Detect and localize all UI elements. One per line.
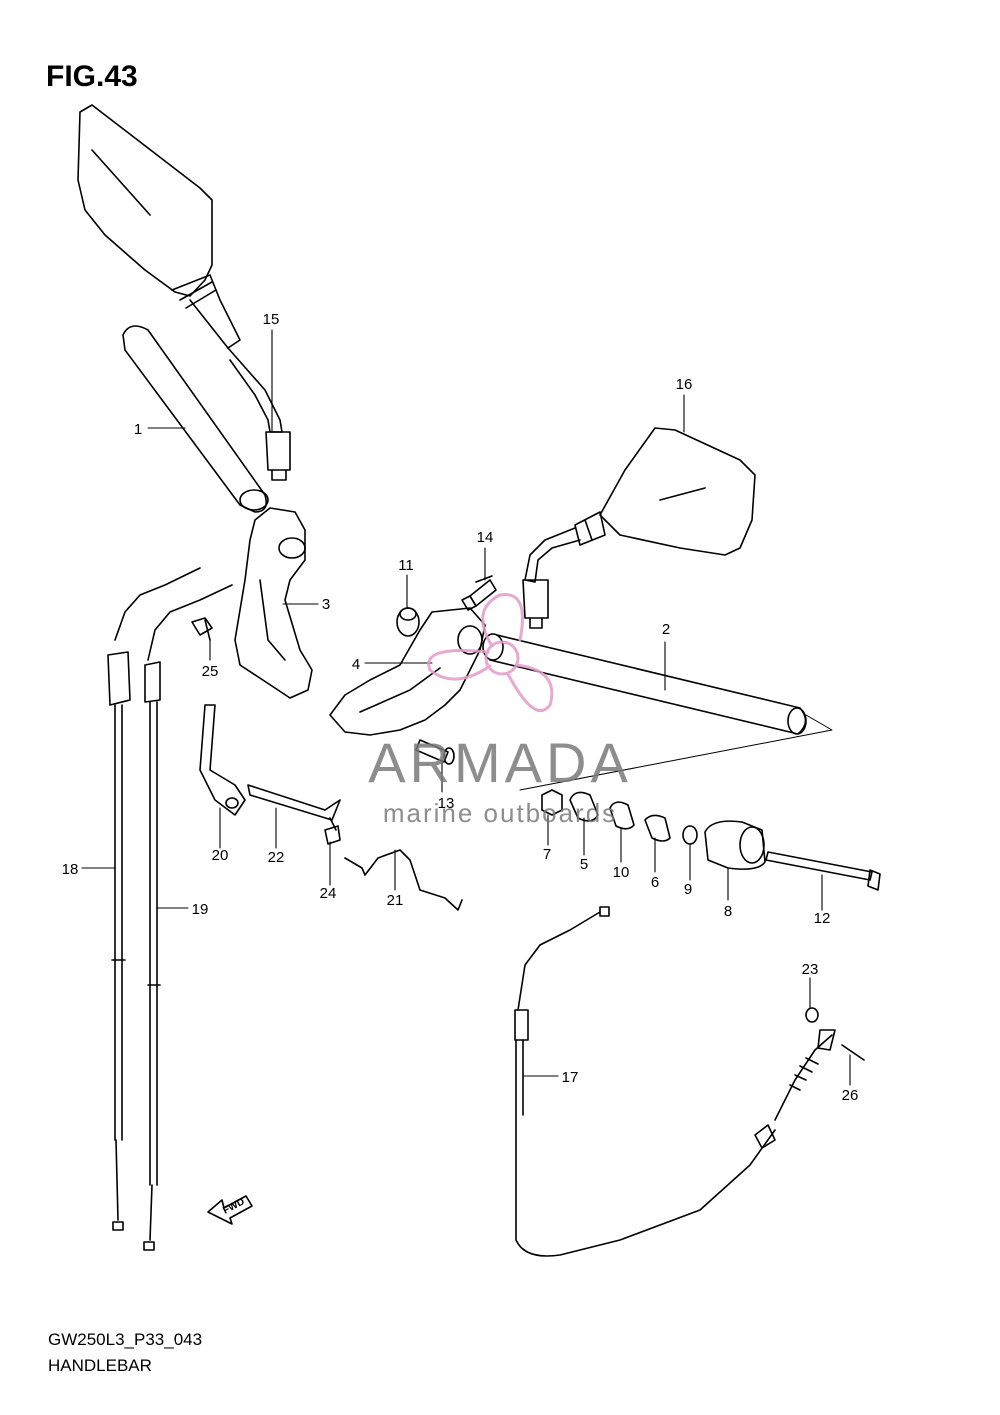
clutch-cable-part xyxy=(514,906,865,1257)
callout-22: 22 xyxy=(268,849,285,866)
callout-1: 1 xyxy=(134,421,142,438)
left-mirror-part xyxy=(77,104,291,481)
left-holder-part xyxy=(234,507,313,699)
callout-8: 8 xyxy=(724,903,732,920)
throttle-cables-part xyxy=(107,567,233,1251)
callout-14: 14 xyxy=(477,529,494,546)
left-grip-part xyxy=(122,325,269,513)
callout-5: 5 xyxy=(580,856,588,873)
armada-watermark: ARMADA marine outboards xyxy=(368,593,632,828)
callout-24: 24 xyxy=(320,885,337,902)
screw-part-24 xyxy=(324,817,341,845)
callout-26: 26 xyxy=(842,1087,859,1104)
callout-15: 15 xyxy=(263,311,280,328)
wire-part-21 xyxy=(344,849,463,911)
callout-7: 7 xyxy=(543,846,551,863)
bolt-part-25 xyxy=(191,617,213,641)
callout-2: 2 xyxy=(662,621,670,638)
figure-title: FIG.43 xyxy=(46,60,138,93)
collar-part-11 xyxy=(396,607,420,637)
callout-20: 20 xyxy=(212,847,229,864)
propeller-logo-icon xyxy=(427,593,554,712)
leader-lines xyxy=(81,329,851,1086)
callout-10: 10 xyxy=(613,864,630,881)
callout-labels: 1 2 3 4 5 6 7 8 9 10 11 12 13 14 15 16 1… xyxy=(62,311,859,1104)
callout-11: 11 xyxy=(398,557,414,574)
right-mirror-part xyxy=(522,427,756,629)
clamp-part-22 xyxy=(247,784,341,821)
fwd-arrow-icon: FWD xyxy=(207,1195,253,1225)
bolt-part-12 xyxy=(765,851,881,891)
watermark-brand: ARMADA xyxy=(368,731,632,794)
handlebar-tube-part xyxy=(482,633,833,791)
bolt-part-23 xyxy=(805,1007,819,1023)
callout-19: 19 xyxy=(192,901,209,918)
callout-13: 13 xyxy=(438,795,455,812)
callout-25: 25 xyxy=(202,663,219,680)
callout-16: 16 xyxy=(676,376,693,393)
callout-18: 18 xyxy=(62,861,79,878)
diagram-code: GW250L3_P33_043 xyxy=(48,1330,203,1349)
watermark-tagline: marine outboards xyxy=(383,798,617,828)
callout-3: 3 xyxy=(322,596,330,613)
diagram-name: HANDLEBAR xyxy=(48,1356,152,1375)
callout-6: 6 xyxy=(651,874,659,891)
callout-9: 9 xyxy=(684,881,692,898)
callout-17: 17 xyxy=(562,1069,579,1086)
callout-21: 21 xyxy=(387,892,404,909)
bolt-part-14 xyxy=(461,575,497,611)
callout-4: 4 xyxy=(352,656,360,673)
bracket-part-20 xyxy=(199,704,246,816)
bolt-part-13 xyxy=(415,739,455,765)
callout-23: 23 xyxy=(802,961,819,978)
callout-12: 12 xyxy=(814,910,831,927)
